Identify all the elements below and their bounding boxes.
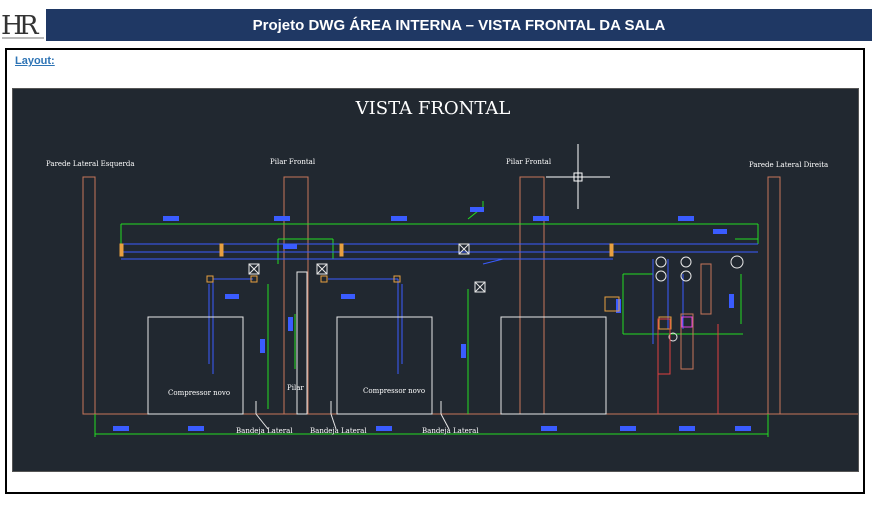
- label-pillar-1: Pilar Frontal: [270, 158, 316, 166]
- pipe-fittings: [119, 243, 672, 330]
- content-frame: [5, 48, 865, 494]
- valve-icons: [248, 243, 744, 342]
- label-pillar-2: Pilar Frontal: [506, 158, 552, 166]
- label-left-wall: Parede Lateral Esquerda: [46, 160, 135, 168]
- cad-drawing-svg: VISTA FRONTAL Parede Lateral Esquerda Pi…: [46, 98, 858, 437]
- crosshair-cursor-icon: [546, 144, 610, 209]
- svg-text:R: R: [19, 11, 40, 41]
- piping: [121, 243, 758, 374]
- page-title: Projeto DWG ÁREA INTERNA – VISTA FRONTAL…: [252, 16, 666, 34]
- cad-drawing: VISTA FRONTAL Parede Lateral Esquerda Pi…: [12, 88, 859, 472]
- svg-text:H: H: [1, 11, 24, 41]
- dimension-lines: [94, 201, 769, 437]
- label-right-wall: Parede Lateral Direita: [749, 161, 828, 169]
- label-tray-1: Bandeja Lateral: [236, 427, 293, 435]
- label-compressor-1: Compressor novo: [168, 389, 230, 397]
- page-title-banner: Projeto DWG ÁREA INTERNA – VISTA FRONTAL…: [46, 9, 872, 41]
- layout-section-label: Layout:: [15, 55, 55, 67]
- label-tray-3: Bandeja Lateral: [422, 427, 479, 435]
- walls-and-pillars: [82, 176, 858, 415]
- equipment-block-outline: [500, 316, 607, 415]
- compressor-2-outline: [336, 316, 433, 415]
- equipment-outlines: [147, 271, 607, 430]
- label-tray-2: Bandeja Lateral: [310, 427, 367, 435]
- label-compressor-2: Compressor novo: [363, 387, 425, 395]
- outdoor-unit-parts: [657, 263, 719, 414]
- label-pilar: Pilar: [287, 384, 304, 392]
- company-logo: H R: [0, 8, 46, 42]
- compressor-1-outline: [147, 316, 244, 415]
- drawing-title: VISTA FRONTAL: [355, 98, 511, 119]
